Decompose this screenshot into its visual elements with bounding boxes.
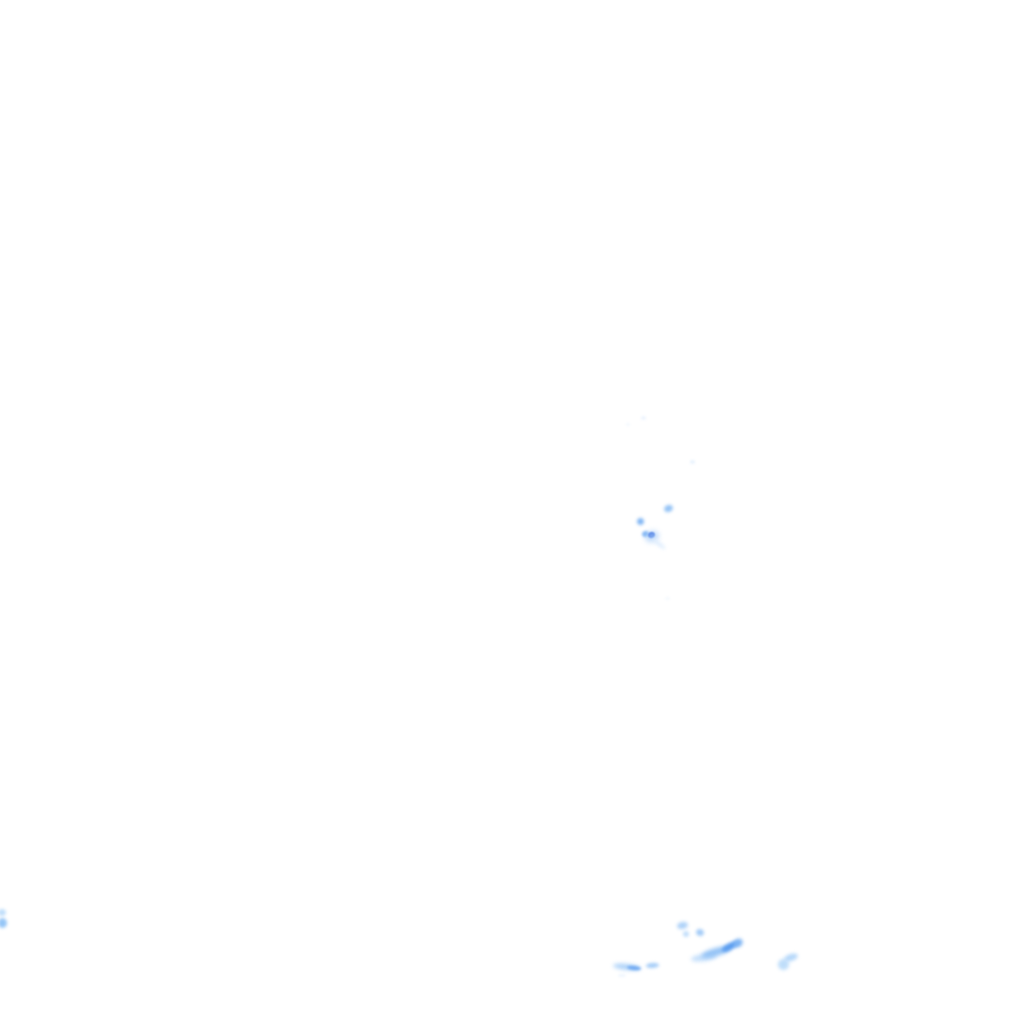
chain-dot-top — [662, 503, 674, 513]
chain-core-halo — [643, 528, 661, 544]
faint-speck-upper-a — [640, 416, 646, 420]
islet-b — [683, 931, 689, 937]
right-wedge-lower — [777, 958, 789, 970]
main-streak-body — [700, 944, 732, 960]
lower-left-dash — [645, 962, 659, 968]
chain-core-darkest — [646, 530, 656, 540]
islet-a — [675, 920, 689, 930]
main-streak-tail — [690, 951, 718, 963]
left-edge-mark-upper — [0, 908, 6, 916]
lower-left-faint — [618, 973, 626, 977]
lower-left-streak — [612, 962, 642, 972]
faint-speck-upper-c — [689, 460, 695, 464]
faint-speck-mid — [664, 596, 670, 600]
chain-dot-upper — [636, 517, 644, 525]
islet-c — [695, 927, 705, 937]
chain-tail-streak — [651, 537, 667, 551]
chain-dot-mid — [640, 530, 650, 538]
lower-left-streak-core — [626, 965, 642, 971]
main-streak-head — [731, 936, 745, 950]
main-streak-core — [720, 938, 740, 954]
faint-speck-upper-b — [626, 422, 630, 426]
right-wedge-upper — [783, 951, 799, 963]
left-edge-mark-lower — [0, 918, 7, 928]
